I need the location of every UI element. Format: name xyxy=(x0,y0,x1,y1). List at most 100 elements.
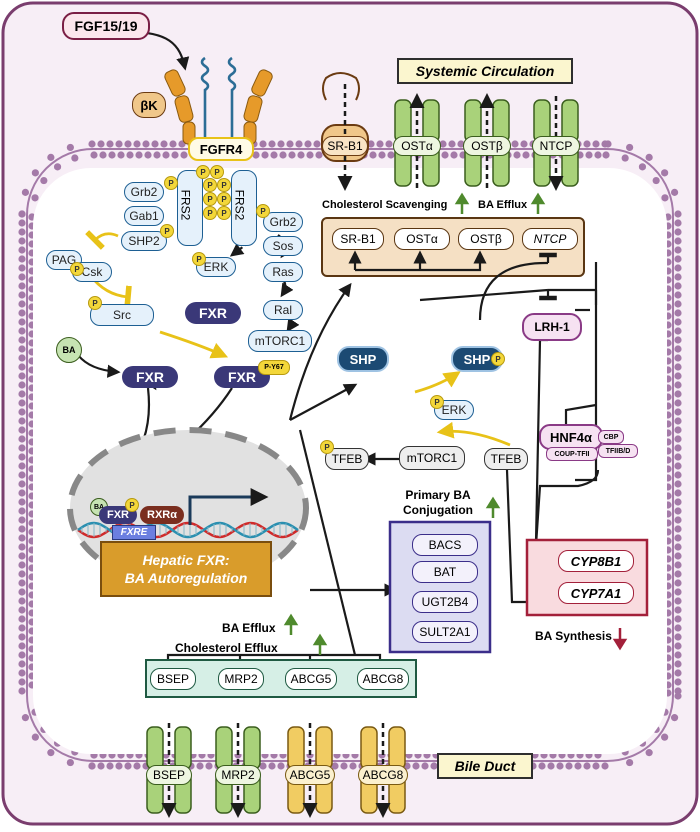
lipid-head xyxy=(18,345,26,353)
phospho-mark: P xyxy=(203,206,217,220)
lipid-head xyxy=(124,762,132,770)
lipid-head xyxy=(439,140,447,148)
nucleus-rxra: RXRα xyxy=(140,506,184,524)
grb2-right: Grb2 xyxy=(263,212,303,232)
tfeb-left: TFEB xyxy=(325,448,369,470)
lipid-head xyxy=(18,219,26,227)
lipid-head xyxy=(313,140,321,148)
lipid-head xyxy=(18,372,26,380)
phospho-mark: P xyxy=(256,204,270,218)
lipid-head xyxy=(18,561,26,569)
lipid-head xyxy=(18,606,26,614)
lipid-head xyxy=(674,372,682,380)
lipid-head xyxy=(674,426,682,434)
lipid-head xyxy=(674,264,682,272)
lipid-head xyxy=(385,140,393,148)
lipid-head xyxy=(286,140,294,148)
lipid-head xyxy=(268,762,276,770)
srb1-transporter-label: SR-B1 xyxy=(322,136,368,156)
gene-cyp8b1: CYP8B1 xyxy=(558,550,634,572)
lipid-head xyxy=(621,154,629,162)
lipid-head xyxy=(674,615,682,623)
phospho-mark: P xyxy=(125,498,139,512)
lipid-head xyxy=(18,336,26,344)
lipid-head xyxy=(142,140,150,148)
lipid-head xyxy=(674,588,682,596)
lipid-head xyxy=(674,692,682,700)
lipid-head xyxy=(18,390,26,398)
lipid-head xyxy=(674,669,682,677)
lipid-head xyxy=(171,151,179,159)
phospho-mark: P xyxy=(320,440,334,454)
lipid-head xyxy=(674,678,682,686)
lipid-head xyxy=(18,426,26,434)
lipid-head xyxy=(126,151,134,159)
lipid-head xyxy=(378,151,386,159)
lipid-head xyxy=(511,140,519,148)
lipid-head xyxy=(288,151,296,159)
fxr-phospho: FXR xyxy=(214,366,270,388)
apical-gene-abcg8: ABCG8 xyxy=(357,668,409,690)
lipid-head xyxy=(47,153,55,161)
shp2: SHP2 xyxy=(121,231,167,251)
lipid-head xyxy=(674,435,682,443)
lipid-head xyxy=(450,151,458,159)
erk-nuclear: ERK xyxy=(434,400,474,420)
gene-ntcp: NTCP xyxy=(522,228,578,250)
phospho-mark: P xyxy=(217,192,231,206)
lipid-head xyxy=(674,561,682,569)
phospho-mark: P xyxy=(217,206,231,220)
lipid-head xyxy=(340,762,348,770)
lipid-head xyxy=(18,480,26,488)
phospho-arrows xyxy=(85,230,511,447)
lipid-head xyxy=(18,264,26,272)
lipid-head xyxy=(304,140,312,148)
lipid-head xyxy=(674,354,682,362)
lipid-head xyxy=(18,444,26,452)
gene-cyp7a1: CYP7A1 xyxy=(558,582,634,604)
lipid-head xyxy=(18,669,26,677)
lipid-head xyxy=(97,762,105,770)
lipid-head xyxy=(18,462,26,470)
lipid-head xyxy=(430,762,438,770)
lipid-head xyxy=(97,140,105,148)
lipid-head xyxy=(99,151,107,159)
systemic-circulation-label: Systemic Circulation xyxy=(397,58,573,84)
lipid-head xyxy=(652,176,660,185)
erk-left: ERK xyxy=(196,257,236,277)
hepatic-fxr-title-line2: BA Autoregulation xyxy=(124,570,248,586)
lipid-head xyxy=(421,762,429,770)
ostb-transporter-label: OSTβ xyxy=(463,136,511,156)
lipid-head xyxy=(133,140,141,148)
lipid-head xyxy=(585,151,593,159)
phospho-mark: P xyxy=(192,252,206,266)
lipid-head xyxy=(162,151,170,159)
lipid-head xyxy=(674,327,682,335)
lipid-head xyxy=(674,237,682,245)
lipid-head xyxy=(674,210,682,218)
phospho-mark: P xyxy=(203,178,217,192)
hepatic-fxr-title-line1: Hepatic FXR: xyxy=(142,552,230,568)
lipid-head xyxy=(604,140,612,148)
fxr-phospho-site: P-Y67 xyxy=(258,360,290,375)
lipid-head xyxy=(18,210,26,218)
hnf4a: HNF4α xyxy=(539,424,603,450)
lipid-head xyxy=(18,678,26,686)
lipid-head xyxy=(259,762,267,770)
bottom-channels xyxy=(146,723,406,818)
phospho-mark: P xyxy=(88,296,102,310)
cbp: CBP xyxy=(598,430,624,444)
top-ba-efflux-label: BA Efflux xyxy=(478,199,528,211)
frs2-left-label: FRS2 xyxy=(178,189,193,221)
osta-transporter-label: OSTα xyxy=(393,136,441,156)
gene-srb1: SR-B1 xyxy=(332,228,384,250)
lipid-head xyxy=(53,163,62,171)
apical-ba-efflux-label: BA Efflux xyxy=(222,621,276,635)
lipid-head xyxy=(160,140,168,148)
lipid-head xyxy=(259,140,267,148)
gab1: Gab1 xyxy=(124,206,164,226)
top-up-arrows xyxy=(454,192,546,214)
apical-gene-abcg5: ABCG5 xyxy=(285,668,337,690)
lipid-head xyxy=(88,140,96,148)
